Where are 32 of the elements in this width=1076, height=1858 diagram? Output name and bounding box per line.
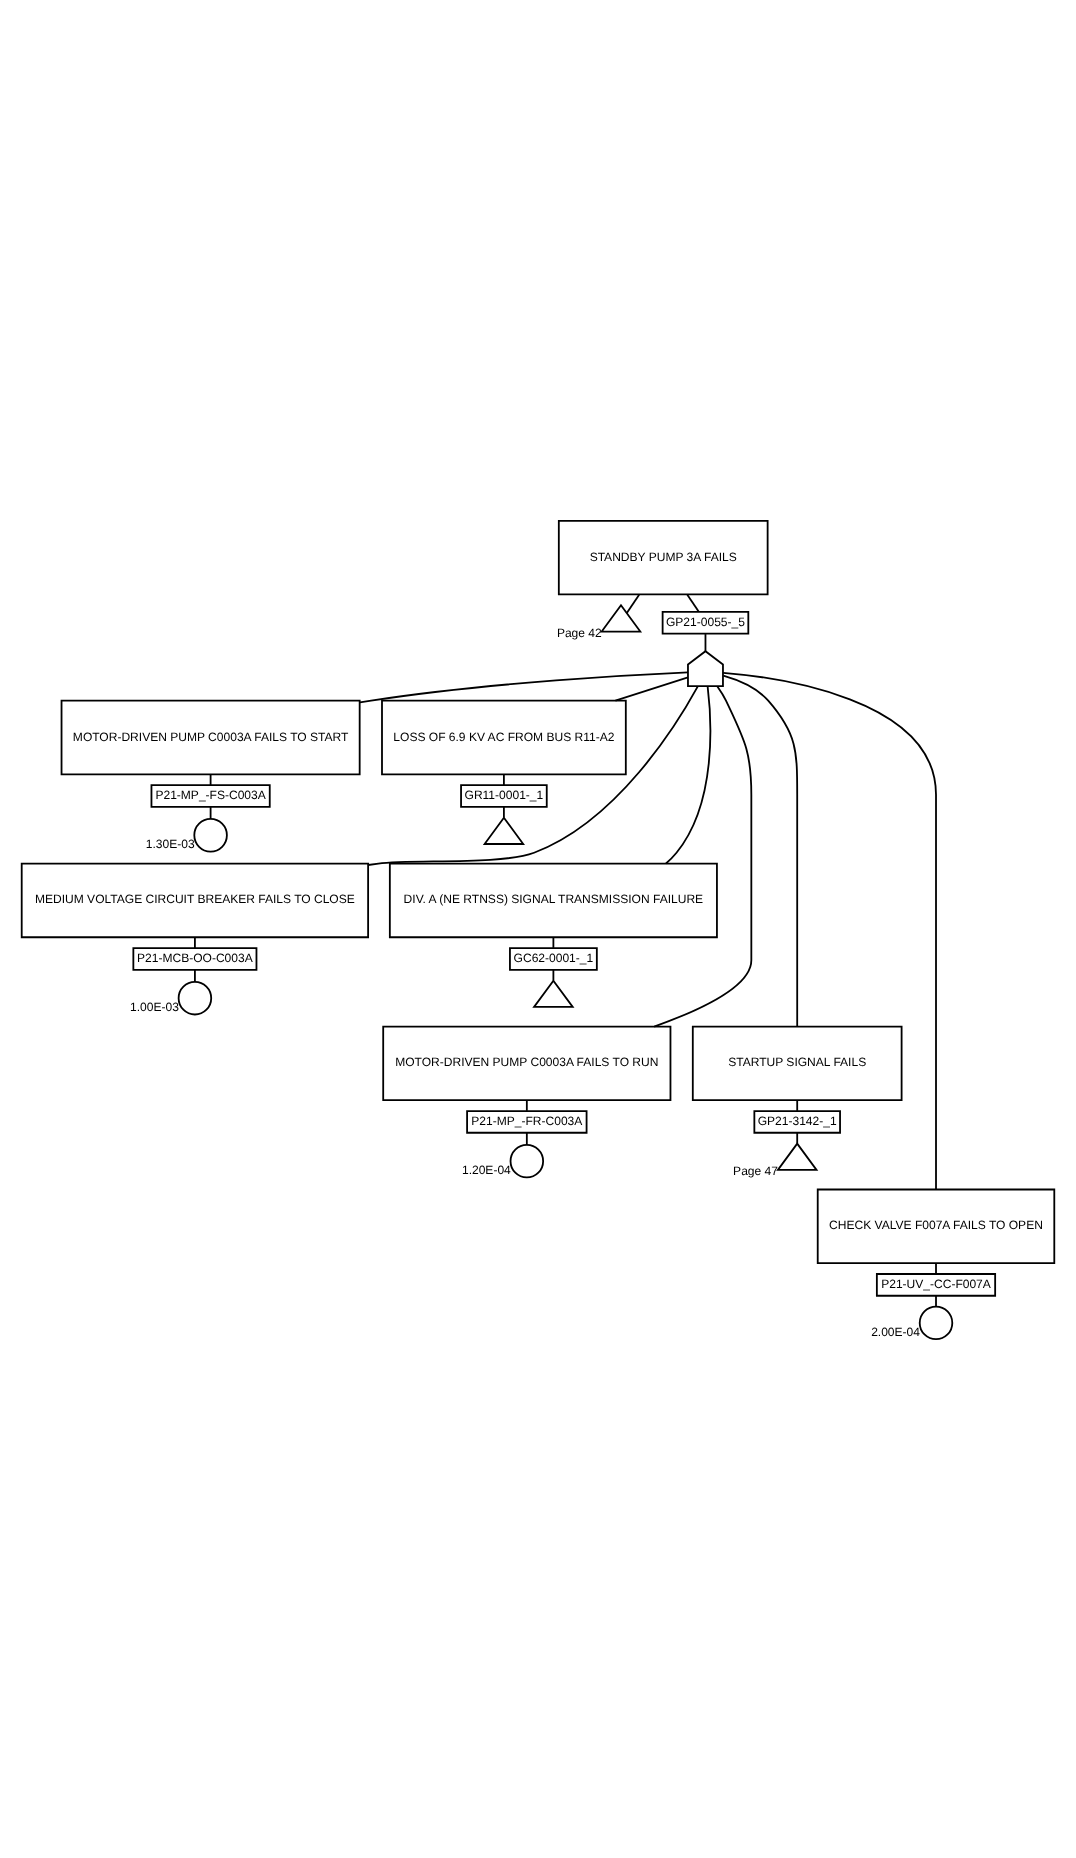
node-gate (687, 649, 724, 686)
node-circle (177, 980, 213, 1015)
connector (722, 670, 937, 1190)
node-circle (918, 1304, 954, 1340)
connector (935, 1293, 937, 1307)
connector (722, 673, 799, 1027)
connector (194, 935, 196, 948)
connector (625, 592, 641, 613)
connector (359, 670, 689, 703)
node-triangle (776, 1141, 819, 1170)
connector (209, 772, 212, 785)
connector (503, 805, 505, 818)
connector (614, 675, 689, 701)
connector (552, 935, 555, 948)
connector (935, 1261, 937, 1274)
connector (552, 967, 555, 981)
connector (194, 967, 196, 982)
connector (525, 1130, 528, 1145)
node-triangle (482, 815, 525, 844)
node-circle (509, 1142, 545, 1178)
connector (525, 1098, 528, 1111)
connector (686, 592, 700, 612)
connector (665, 684, 712, 864)
connector (209, 805, 212, 819)
connector (653, 684, 753, 1027)
connector (367, 684, 699, 865)
node-circle (193, 817, 228, 852)
node-triangle (599, 602, 643, 632)
connector (796, 1098, 799, 1111)
connector (796, 1130, 799, 1144)
connector (503, 772, 505, 785)
node-triangle (532, 978, 575, 1007)
